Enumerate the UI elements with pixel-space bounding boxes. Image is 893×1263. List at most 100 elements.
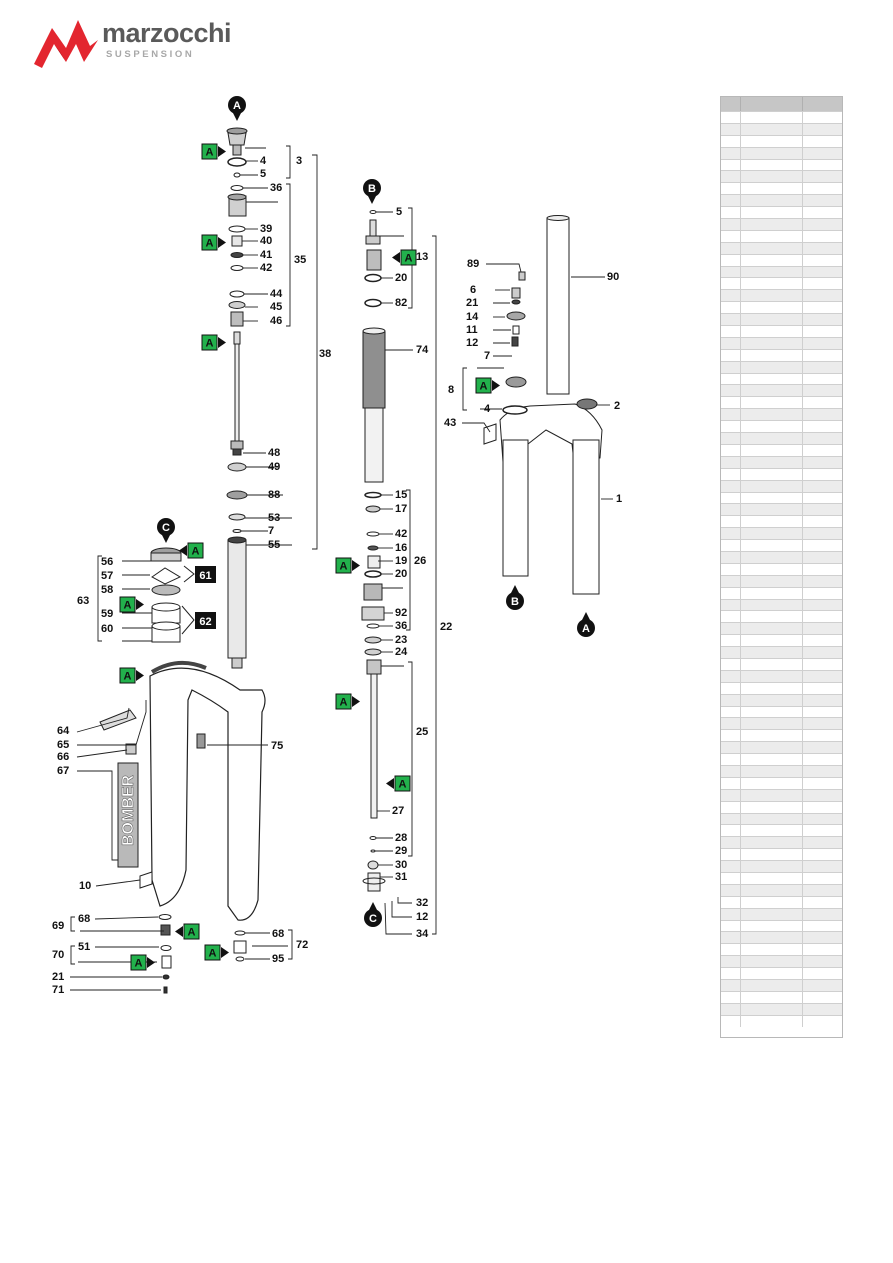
svg-text:A: A [399,779,407,791]
table-header [721,97,842,111]
table-row [721,396,842,409]
assembled-fork [483,215,603,595]
green-a-badge: A [201,234,226,251]
part-label-36: 36 [395,620,407,632]
svg-text:A: A [340,561,348,573]
green-a-badge: A [119,667,144,684]
table-row [721,800,842,813]
part-label-68: 68 [272,928,284,940]
part-label-49: 49 [268,461,280,473]
ref-marker-a-top: A [228,96,246,121]
part-label-69: 69 [52,920,64,932]
part-number-labels: 1234567810111213141516171920212223242526… [52,155,622,996]
reference-markers: A B C B A C [157,96,595,927]
svg-text:A: A [206,238,214,250]
part-label-11: 11 [466,324,478,336]
part-label-22: 22 [440,621,452,633]
part-label-10: 10 [79,880,91,892]
table-row [721,729,842,742]
table-row [721,325,842,337]
part-label-13: 13 [416,251,428,263]
part-label-30: 30 [395,859,407,871]
table-row [721,883,842,896]
part-label-95: 95 [272,953,284,965]
table-row [721,741,842,754]
table-row [721,491,842,504]
part-label-28: 28 [395,832,407,844]
subassembly-boxes: 61 62 [181,565,216,635]
parts-drawing [70,127,613,994]
table-row [721,717,842,730]
table-row [721,111,842,123]
leader-lines [70,145,613,991]
svg-text:B: B [368,183,376,195]
table-row [721,122,842,135]
part-label-7: 7 [484,350,490,362]
svg-text:A: A [206,147,214,159]
table-row [721,919,842,932]
green-a-badge: A [386,775,411,792]
table-row [721,265,842,278]
part-label-59: 59 [101,608,113,620]
part-label-39: 39 [260,223,272,235]
table-row [721,669,842,682]
part-label-92: 92 [395,607,407,619]
part-label-44: 44 [270,288,283,300]
green-a-badge: A [335,557,360,574]
green-a-badge: A [335,693,360,710]
table-row [721,146,842,159]
lower-leg-casting [99,660,266,921]
svg-text:A: A [209,948,217,960]
part-label-58: 58 [101,584,113,596]
part-label-4: 4 [260,155,267,167]
svg-text:A: A [480,381,488,393]
part-label-42: 42 [260,262,272,274]
svg-text:A: A [188,927,196,939]
part-label-75: 75 [271,740,283,752]
part-label-27: 27 [392,805,404,817]
part-label-20: 20 [395,568,407,580]
table-row [721,455,842,468]
table-row [721,289,842,302]
decal-text: BOMBER [120,774,137,846]
part-label-55: 55 [268,539,280,551]
part-label-36: 36 [270,182,282,194]
green-a-badge: A [179,542,204,559]
table-row [721,681,842,694]
part-label-21: 21 [466,297,478,309]
part-label-41: 41 [260,249,272,261]
svg-text:A: A [124,671,132,683]
part-label-19: 19 [395,555,407,567]
table-row [721,360,842,373]
table-row [721,158,842,171]
table-row [721,634,842,647]
svg-text:A: A [135,958,143,970]
table-row [721,860,842,872]
table-row [721,646,842,658]
table-row [721,241,842,254]
part-label-25: 25 [416,726,428,738]
green-a-badge: A [130,954,155,971]
part-label-5: 5 [260,168,266,180]
part-label-21: 21 [52,971,64,983]
table-row [721,812,842,825]
subassembly-box-62 [195,612,216,629]
svg-text:B: B [511,596,519,608]
table-row [721,753,842,765]
svg-text:A: A [582,623,590,635]
ref-marker-label: A [233,100,241,112]
table-row [721,979,842,991]
ref-marker-c-bottom: C [364,902,382,927]
part-label-63: 63 [77,595,89,607]
table-row [721,218,842,230]
table-row [721,420,842,433]
svg-text:A: A [192,546,200,558]
table-row [721,955,842,968]
ref-marker-b-bottom: B [506,585,524,610]
table-row [721,194,842,207]
green-a-badge: A [175,923,200,940]
part-label-46: 46 [270,315,282,327]
part-label-71: 71 [52,984,64,996]
part-label-65: 65 [57,739,69,751]
